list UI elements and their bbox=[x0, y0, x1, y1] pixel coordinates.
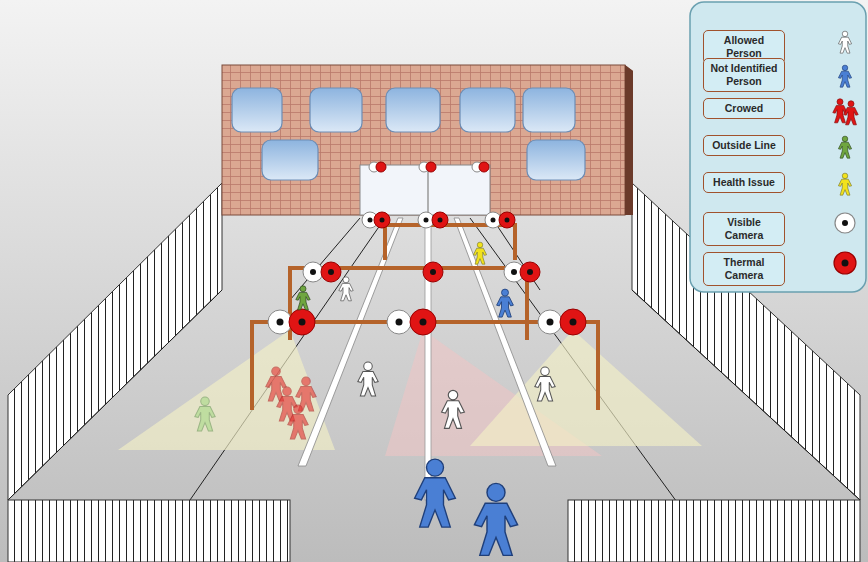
thermal-camera bbox=[426, 162, 436, 172]
camera-lens bbox=[277, 319, 284, 326]
window bbox=[386, 88, 440, 132]
building-side bbox=[625, 65, 633, 215]
legend-icon bbox=[835, 213, 855, 233]
camera-lens bbox=[368, 218, 373, 223]
camera-lens bbox=[511, 269, 517, 275]
unidentified-person bbox=[415, 459, 456, 527]
left-fence bbox=[8, 183, 222, 500]
legend-icon bbox=[838, 31, 851, 53]
lane-barrier bbox=[298, 218, 403, 466]
legend-panel bbox=[690, 2, 866, 292]
visible-camera bbox=[538, 310, 562, 334]
floor-line bbox=[8, 290, 222, 500]
allowed-person bbox=[339, 277, 353, 301]
window bbox=[310, 88, 362, 132]
legend-icon bbox=[842, 220, 848, 226]
thermal-camera bbox=[520, 262, 540, 282]
health-issue-person bbox=[473, 242, 486, 264]
legend-label-box: Health Issue bbox=[703, 172, 785, 193]
allowed-person bbox=[358, 362, 378, 396]
thermal-camera bbox=[376, 162, 386, 172]
camera-lens bbox=[380, 218, 385, 223]
center-pole bbox=[425, 215, 431, 500]
legend-icon bbox=[838, 65, 851, 87]
legend-icon bbox=[844, 101, 858, 125]
thermal-camera bbox=[410, 309, 436, 335]
unidentified-person bbox=[497, 289, 514, 317]
camera-lens bbox=[430, 269, 436, 275]
allowed-person bbox=[442, 390, 465, 428]
floor-line bbox=[632, 290, 860, 500]
legend-label-box: Thermal Camera bbox=[703, 252, 785, 286]
outside-line-person bbox=[195, 397, 215, 431]
camera-lens bbox=[570, 319, 577, 326]
camera-lens bbox=[527, 269, 533, 275]
legend-text: Thermal Camera bbox=[724, 256, 765, 281]
front-fence bbox=[568, 500, 860, 562]
crowded-person bbox=[288, 405, 308, 439]
legend-label-box: Outside Line bbox=[703, 135, 785, 156]
camera-lens bbox=[420, 319, 427, 326]
legend-text: Outside Line bbox=[712, 139, 776, 151]
visible-camera bbox=[303, 262, 323, 282]
thermal-camera bbox=[289, 309, 315, 335]
legend-label-box: Not Identified Person bbox=[703, 58, 785, 92]
thermal-camera bbox=[499, 212, 515, 228]
thermal-camera bbox=[423, 262, 443, 282]
legend-label-box: Visible Camera bbox=[703, 212, 785, 246]
window bbox=[262, 140, 318, 180]
window bbox=[460, 88, 515, 132]
outside-line-person bbox=[296, 286, 310, 310]
camera-lens bbox=[299, 319, 306, 326]
legend-icon bbox=[838, 136, 851, 158]
camera-lens bbox=[505, 218, 510, 223]
legend-icon bbox=[838, 173, 851, 195]
camera-lens bbox=[396, 319, 403, 326]
legend-icon bbox=[834, 252, 856, 274]
unidentified-person bbox=[474, 483, 517, 555]
legend-text: Not Identified Person bbox=[710, 62, 777, 87]
legend-icon bbox=[842, 260, 849, 267]
door bbox=[360, 165, 490, 215]
thermal-camera bbox=[432, 212, 448, 228]
lane-barrier bbox=[454, 218, 556, 466]
legend-icon bbox=[833, 99, 847, 123]
camera-lens bbox=[547, 319, 554, 326]
window bbox=[232, 88, 282, 132]
window bbox=[527, 140, 585, 180]
building-wall bbox=[222, 65, 625, 215]
thermal-camera bbox=[374, 212, 390, 228]
camera-lens bbox=[491, 218, 496, 223]
visible-camera bbox=[387, 310, 411, 334]
legend-text: Visible Camera bbox=[725, 216, 764, 241]
legend-text: Allowed Person bbox=[724, 34, 764, 59]
camera-lens bbox=[438, 218, 443, 223]
legend-label-box: Allowed Person bbox=[703, 30, 785, 64]
legend-text: Health Issue bbox=[713, 176, 775, 188]
thermal-camera bbox=[479, 162, 489, 172]
camera-lens bbox=[310, 269, 316, 275]
camera-view-cone bbox=[118, 330, 335, 450]
legend-label-box: Crowed bbox=[703, 98, 785, 119]
visible-camera bbox=[268, 310, 292, 334]
gate-frame bbox=[385, 225, 515, 260]
thermal-camera bbox=[321, 262, 341, 282]
door-split bbox=[427, 165, 429, 215]
front-fence bbox=[8, 500, 290, 562]
camera-lens bbox=[328, 269, 334, 275]
thermal-camera bbox=[560, 309, 586, 335]
camera-lens bbox=[424, 218, 429, 223]
allowed-person bbox=[535, 367, 555, 401]
legend-text: Crowed bbox=[725, 102, 764, 114]
window bbox=[523, 88, 575, 132]
